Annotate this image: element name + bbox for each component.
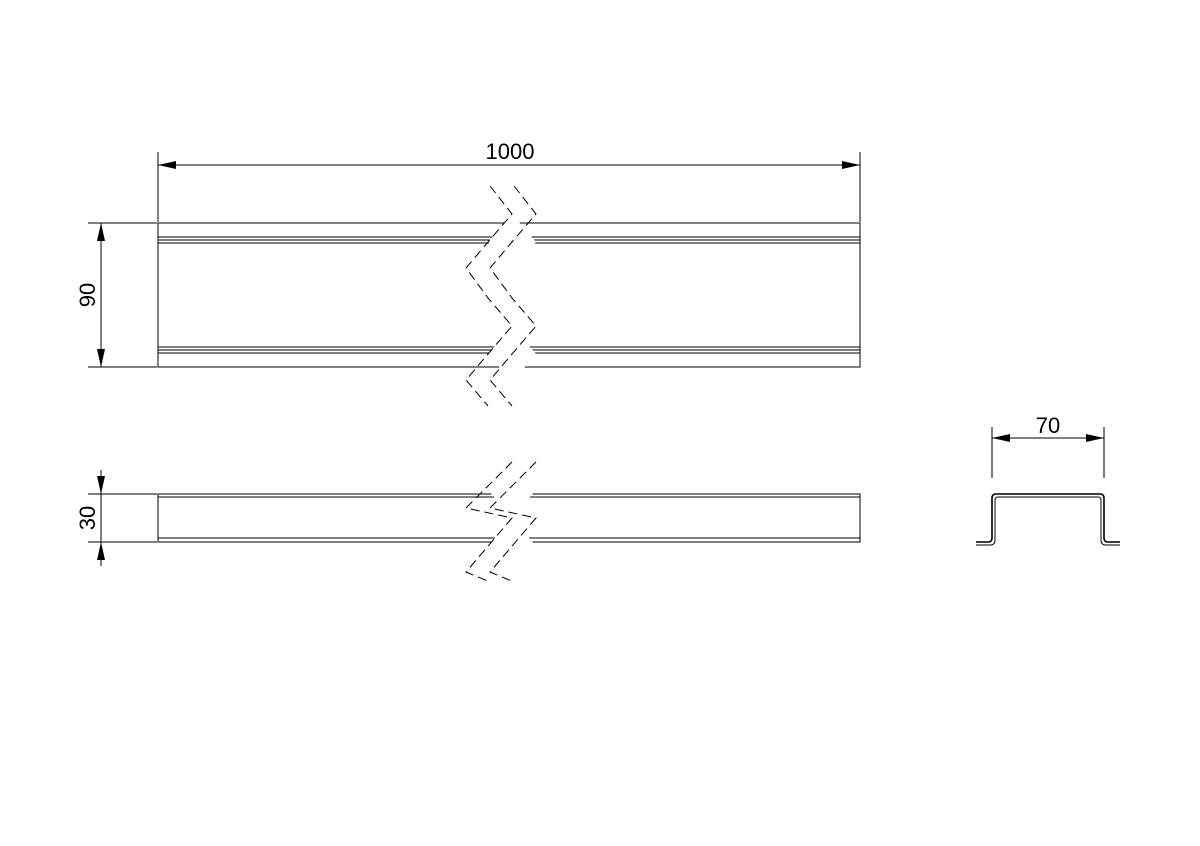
height-label: 90	[75, 283, 100, 307]
profile-shape	[976, 493, 1120, 543]
length-dimension: 1000	[157, 139, 861, 222]
length-arrow-left	[158, 161, 176, 169]
side-view	[157, 461, 861, 583]
length-label: 1000	[486, 139, 535, 164]
height-arrow-bottom	[97, 349, 105, 367]
side-view-break-gap	[488, 462, 536, 582]
profile-arrow-left	[992, 434, 1010, 442]
height-arrow-top	[97, 223, 105, 241]
profile-width-dimension: 70	[991, 413, 1105, 478]
length-arrow-right	[842, 161, 860, 169]
depth-label: 30	[75, 506, 100, 530]
depth-dimension: 30	[75, 470, 157, 566]
profile-arrow-right	[1086, 434, 1104, 442]
profile-inner-shape	[976, 496, 1120, 546]
front-view-break-gap	[488, 214, 536, 410]
depth-arrow-bottom	[97, 542, 105, 560]
profile-width-label: 70	[1036, 413, 1060, 438]
front-view-break-line	[465, 185, 537, 407]
front-view	[157, 185, 861, 410]
profile-section	[976, 493, 1120, 546]
side-view-break-line	[464, 461, 537, 583]
depth-arrow-top	[97, 476, 105, 494]
height-dimension: 90	[75, 222, 157, 368]
